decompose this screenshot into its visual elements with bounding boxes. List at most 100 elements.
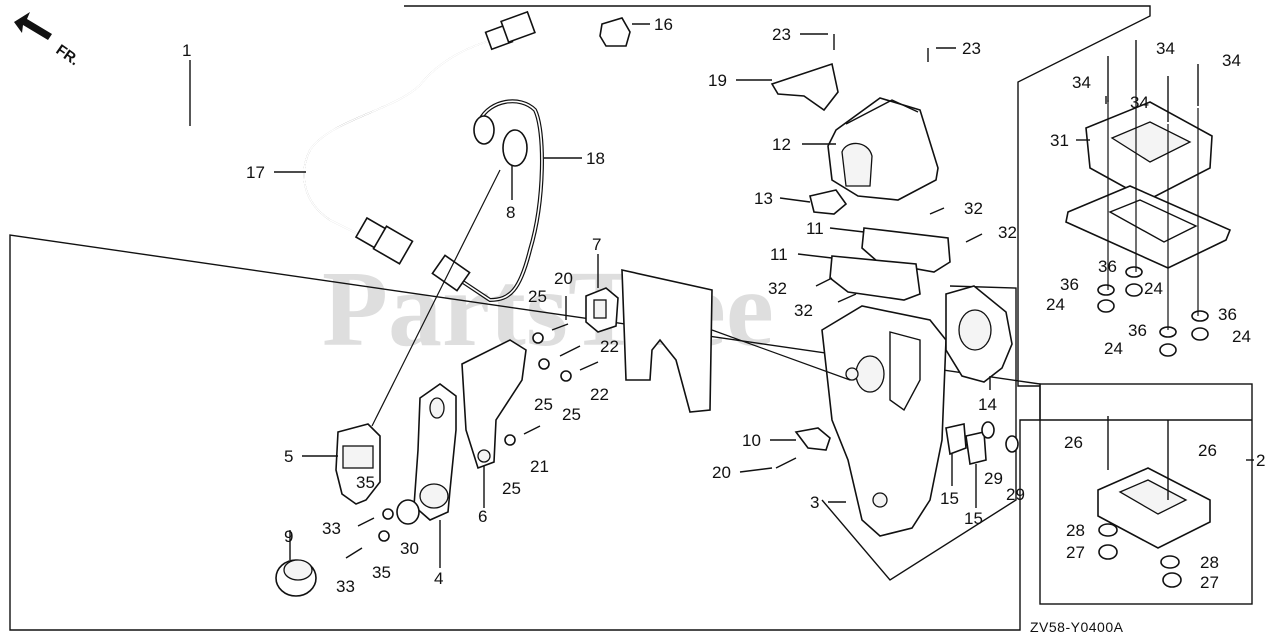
spacer-15b xyxy=(965,431,987,465)
callout-24b: 24 xyxy=(1144,279,1163,298)
callout-22b: 22 xyxy=(590,385,609,404)
alignment-lines xyxy=(371,90,1199,427)
callout-15a: 15 xyxy=(940,489,959,508)
callout-19: 19 xyxy=(708,71,727,90)
callout-17: 17 xyxy=(246,163,265,182)
kit-2-outline xyxy=(1039,383,1253,605)
bracket-6 xyxy=(461,339,527,470)
callout-29a: 29 xyxy=(984,469,1003,488)
mounting-flange-31 xyxy=(1085,101,1213,201)
callout-32c: 32 xyxy=(768,279,787,298)
callout-36d: 36 xyxy=(1218,305,1237,324)
front-direction-label: FR. xyxy=(53,41,83,69)
callout-15b: 15 xyxy=(964,509,983,528)
callout-34a: 34 xyxy=(1156,39,1175,58)
diagram-reference-code: ZV58-Y0400A xyxy=(1030,619,1124,635)
mounting-gasket xyxy=(1065,185,1232,269)
control-body-3 xyxy=(821,305,947,537)
callout-35a: 35 xyxy=(356,473,375,492)
callout-13: 13 xyxy=(754,189,773,208)
gasket-plate xyxy=(621,268,713,413)
leader-lines xyxy=(189,23,1254,568)
callout-3: 3 xyxy=(810,493,819,512)
callout-32d: 32 xyxy=(794,301,813,320)
callout-27a: 27 xyxy=(1066,543,1085,562)
callout-34c: 34 xyxy=(1072,73,1091,92)
plate-11-lower xyxy=(829,255,921,301)
bolts-34 xyxy=(1107,40,1199,122)
rubber-boot-9 xyxy=(275,559,317,597)
callout-25b: 25 xyxy=(534,395,553,414)
inner-assembly-outline xyxy=(821,285,1017,581)
callout-18: 18 xyxy=(586,149,605,168)
spacer-15a xyxy=(945,423,967,456)
callout-11-lower: 11 xyxy=(770,245,788,264)
callout-25d: 25 xyxy=(502,479,521,498)
callout-labels: 1 2 3 4 5 6 7 8 9 10 11 11 12 13 14 15 1… xyxy=(182,15,1265,596)
callout-7: 7 xyxy=(592,235,601,254)
control-cover-12 xyxy=(827,97,939,201)
wire-harness-18 xyxy=(431,99,544,303)
callout-16: 16 xyxy=(654,15,673,34)
nuts-24-washers-36 xyxy=(1097,266,1209,357)
switch-housing-5 xyxy=(335,423,381,505)
clip-10 xyxy=(794,427,831,451)
cap-19 xyxy=(770,62,839,112)
callout-11-upper: 11 xyxy=(806,219,824,238)
callout-34b: 34 xyxy=(1222,51,1241,70)
callout-25a: 25 xyxy=(528,287,547,306)
callout-24a: 24 xyxy=(1046,295,1065,314)
callout-20a: 20 xyxy=(554,269,573,288)
callout-30: 30 xyxy=(400,539,419,558)
mounting-block-26 xyxy=(1097,416,1211,588)
clip-13 xyxy=(809,189,848,215)
callout-23a: 23 xyxy=(772,25,791,44)
callout-32b: 32 xyxy=(998,223,1017,242)
washer-30 xyxy=(396,499,420,525)
callout-29b: 29 xyxy=(1006,485,1025,504)
callout-26b: 26 xyxy=(1198,441,1217,460)
wire-harness-17 xyxy=(303,10,536,265)
cover-plate-14 xyxy=(945,285,1013,383)
callout-33b: 33 xyxy=(336,577,355,596)
callout-36a: 36 xyxy=(1098,257,1117,276)
clip-16 xyxy=(599,17,631,47)
callout-12: 12 xyxy=(772,135,791,154)
callout-24d: 24 xyxy=(1232,327,1251,346)
washer-29b xyxy=(1005,435,1019,453)
callout-14: 14 xyxy=(978,395,997,414)
callout-26a: 26 xyxy=(1064,433,1083,452)
callout-21: 21 xyxy=(530,457,549,476)
callout-31: 31 xyxy=(1050,131,1069,150)
front-direction-arrow-icon xyxy=(14,12,52,40)
small-screws xyxy=(345,34,983,559)
callout-5: 5 xyxy=(284,447,293,466)
callout-1: 1 xyxy=(182,41,191,60)
callout-22a: 22 xyxy=(600,337,619,356)
callout-25c: 25 xyxy=(562,405,581,424)
grommet-7 xyxy=(585,287,619,333)
callout-33a: 33 xyxy=(322,519,341,538)
callout-10: 10 xyxy=(742,431,761,450)
callout-4: 4 xyxy=(434,569,443,588)
washer-29a xyxy=(981,421,995,439)
callout-8: 8 xyxy=(506,203,515,222)
callout-34d: 34 xyxy=(1130,93,1149,112)
callout-20b: 20 xyxy=(712,463,731,482)
callout-36c: 36 xyxy=(1128,321,1147,340)
callout-32a: 32 xyxy=(964,199,983,218)
callout-28a: 28 xyxy=(1066,521,1085,540)
gasket-opening xyxy=(1108,199,1198,243)
callout-27b: 27 xyxy=(1200,573,1219,592)
callout-2: 2 xyxy=(1256,451,1265,470)
callout-23b: 23 xyxy=(962,39,981,58)
lever-arm-4 xyxy=(413,383,457,521)
callout-35b: 35 xyxy=(372,563,391,582)
callout-24c: 24 xyxy=(1104,339,1123,358)
callout-6: 6 xyxy=(478,507,487,526)
callout-28b: 28 xyxy=(1200,553,1219,572)
callout-36b: 36 xyxy=(1060,275,1079,294)
callout-9: 9 xyxy=(284,527,293,546)
